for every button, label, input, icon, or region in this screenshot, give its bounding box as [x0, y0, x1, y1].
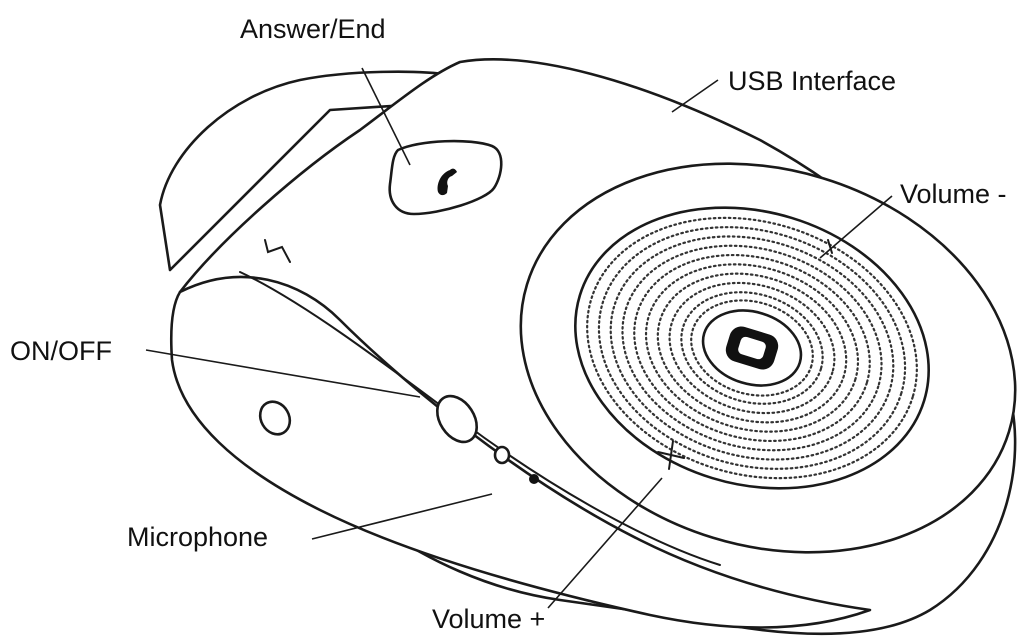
- label-volume-plus: Volume +: [432, 604, 546, 634]
- body-notch: [264, 239, 291, 263]
- logo-icon: [725, 326, 779, 370]
- leader-answer-end: [361, 67, 411, 166]
- label-microphone: Microphone: [127, 522, 269, 552]
- phone-handset-icon: [437, 168, 457, 196]
- indicator-port: [493, 445, 511, 465]
- device-side-face: [169, 275, 872, 629]
- minus-icon[interactable]: [827, 239, 833, 254]
- microphone-hole: [529, 474, 539, 484]
- leader-volume-minus: [819, 195, 893, 259]
- leader-on-off: [145, 349, 421, 398]
- label-volume-minus: Volume -: [900, 179, 1007, 209]
- clip-tab: [158, 70, 454, 272]
- leader-usb-interface: [671, 79, 719, 113]
- leader-volume-plus: [547, 477, 663, 609]
- speaker-grille-dots: [586, 216, 918, 480]
- usb-port[interactable]: [254, 396, 295, 439]
- plus-icon[interactable]: [657, 440, 685, 470]
- on-off-button[interactable]: [429, 389, 485, 449]
- label-on-off: ON/OFF: [10, 336, 112, 366]
- label-answer-end: Answer/End: [240, 14, 386, 44]
- label-usb-interface: USB Interface: [728, 66, 897, 96]
- leader-microphone: [311, 493, 493, 540]
